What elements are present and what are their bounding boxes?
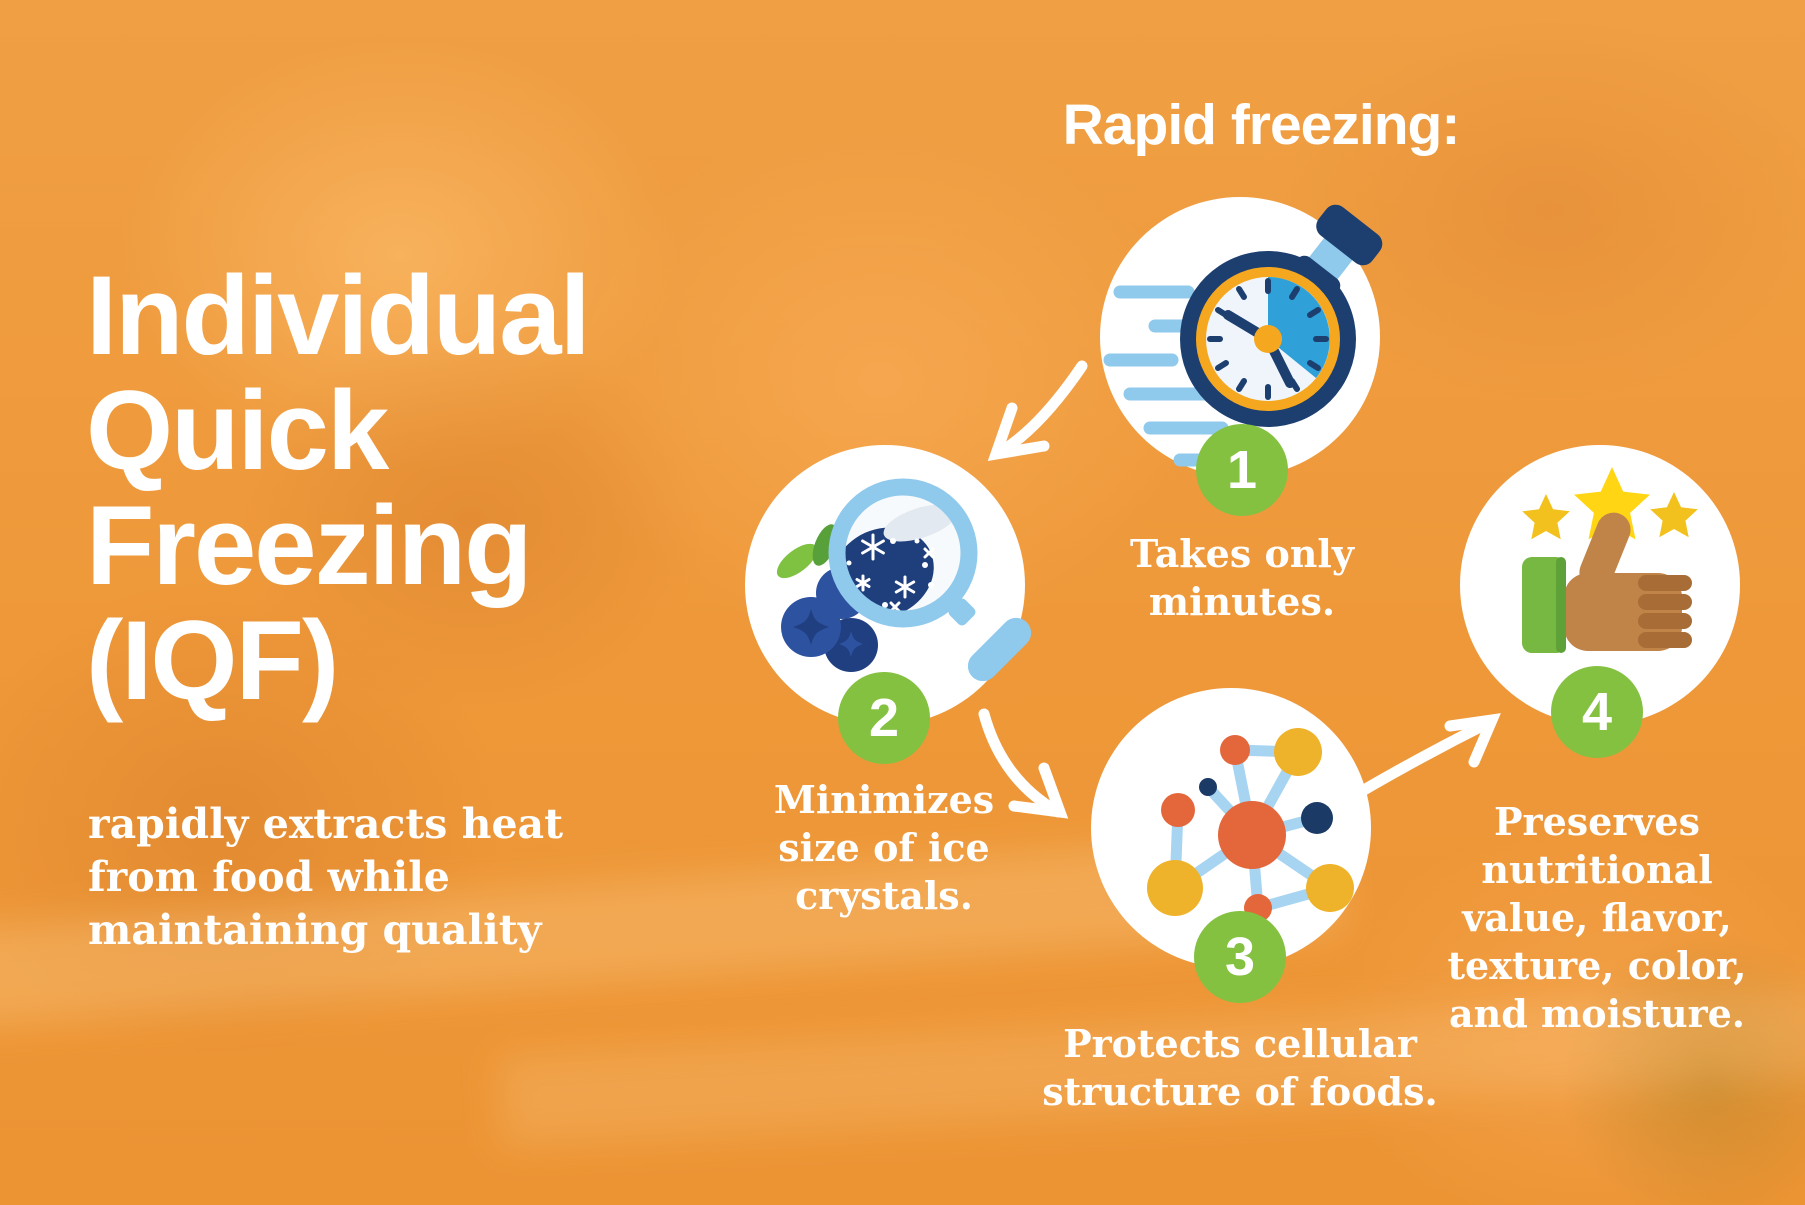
- blueberries-icon: [781, 567, 878, 672]
- thumbs-up-stars-icon: [1522, 467, 1698, 653]
- step-3-circle: [1091, 688, 1371, 968]
- step-3-badge: 3: [1194, 911, 1286, 1003]
- caption-line: crystals.: [795, 873, 973, 918]
- caption-line: Takes only: [1130, 531, 1354, 576]
- step-number: 3: [1224, 927, 1256, 987]
- subtitle-line: from food while: [88, 853, 450, 901]
- magnifier-ring: [828, 478, 978, 628]
- snowflake-icon: [855, 533, 935, 611]
- clock-center-dot: [1254, 325, 1282, 353]
- magnifier-handle: [948, 598, 1032, 682]
- magnifier-ice-crystals-icon: [776, 478, 1032, 682]
- caption-line: Minimizes: [773, 777, 995, 822]
- step-1-caption: Takes only minutes.: [1072, 530, 1412, 626]
- title-line: (IQF): [86, 598, 339, 723]
- page-subtitle: rapidly extracts heat from food while ma…: [88, 798, 563, 957]
- title-line: Quick: [86, 368, 389, 493]
- ice-dots: [846, 538, 934, 608]
- molecule-atoms: [1147, 728, 1354, 922]
- step-2-caption: Minimizes size of ice crystals.: [714, 776, 1054, 920]
- arrow-step1-to-step2: [994, 360, 1088, 458]
- step-4-badge: 4: [1551, 666, 1643, 758]
- title-line: Individual: [86, 253, 591, 378]
- step-2-badge: 2: [838, 672, 930, 764]
- page-title: Individual Quick Freezing (IQF): [86, 253, 591, 723]
- caption-line: Preserves: [1493, 799, 1700, 844]
- step-3-caption: Protects cellular structure of foods.: [1040, 1020, 1440, 1116]
- caption-line: nutritional: [1481, 847, 1713, 892]
- caption-line: Protects cellular: [1063, 1021, 1417, 1066]
- stopwatch-icon: [1103, 204, 1383, 467]
- step-2-circle: [745, 445, 1032, 725]
- leaf-icon: [776, 543, 818, 579]
- clock-wedge: [1268, 277, 1330, 378]
- caption-line: and moisture.: [1448, 991, 1746, 1036]
- molecule-icon: [1147, 728, 1354, 922]
- step-number: 1: [1226, 440, 1258, 500]
- subtitle-line: rapidly extracts heat: [88, 800, 564, 848]
- thumbs-up-hand: [1522, 512, 1692, 653]
- subtitle-line: maintaining quality: [88, 906, 542, 954]
- caption-line: structure of foods.: [1042, 1069, 1438, 1114]
- arrow-step3-to-step4-head: [1444, 713, 1501, 768]
- caption-line: minutes.: [1148, 579, 1336, 624]
- sleeve-cuff: [1522, 557, 1566, 653]
- arrow-step3-to-step4: [1346, 716, 1496, 803]
- caption-line: size of ice: [778, 825, 990, 870]
- caption-line: value, flavor,: [1462, 895, 1732, 940]
- step-number: 2: [868, 688, 900, 748]
- clock-ticks: [1207, 278, 1329, 400]
- step-number: 4: [1581, 682, 1613, 742]
- caption-line: texture, color,: [1447, 943, 1747, 988]
- title-line: Freezing: [86, 483, 533, 608]
- section-heading: Rapid freezing:: [1062, 93, 1461, 157]
- step-4-caption: Preserves nutritional value, flavor, tex…: [1427, 798, 1767, 1038]
- stars-icon: [1522, 467, 1698, 540]
- step-1-badge: 1: [1196, 424, 1288, 516]
